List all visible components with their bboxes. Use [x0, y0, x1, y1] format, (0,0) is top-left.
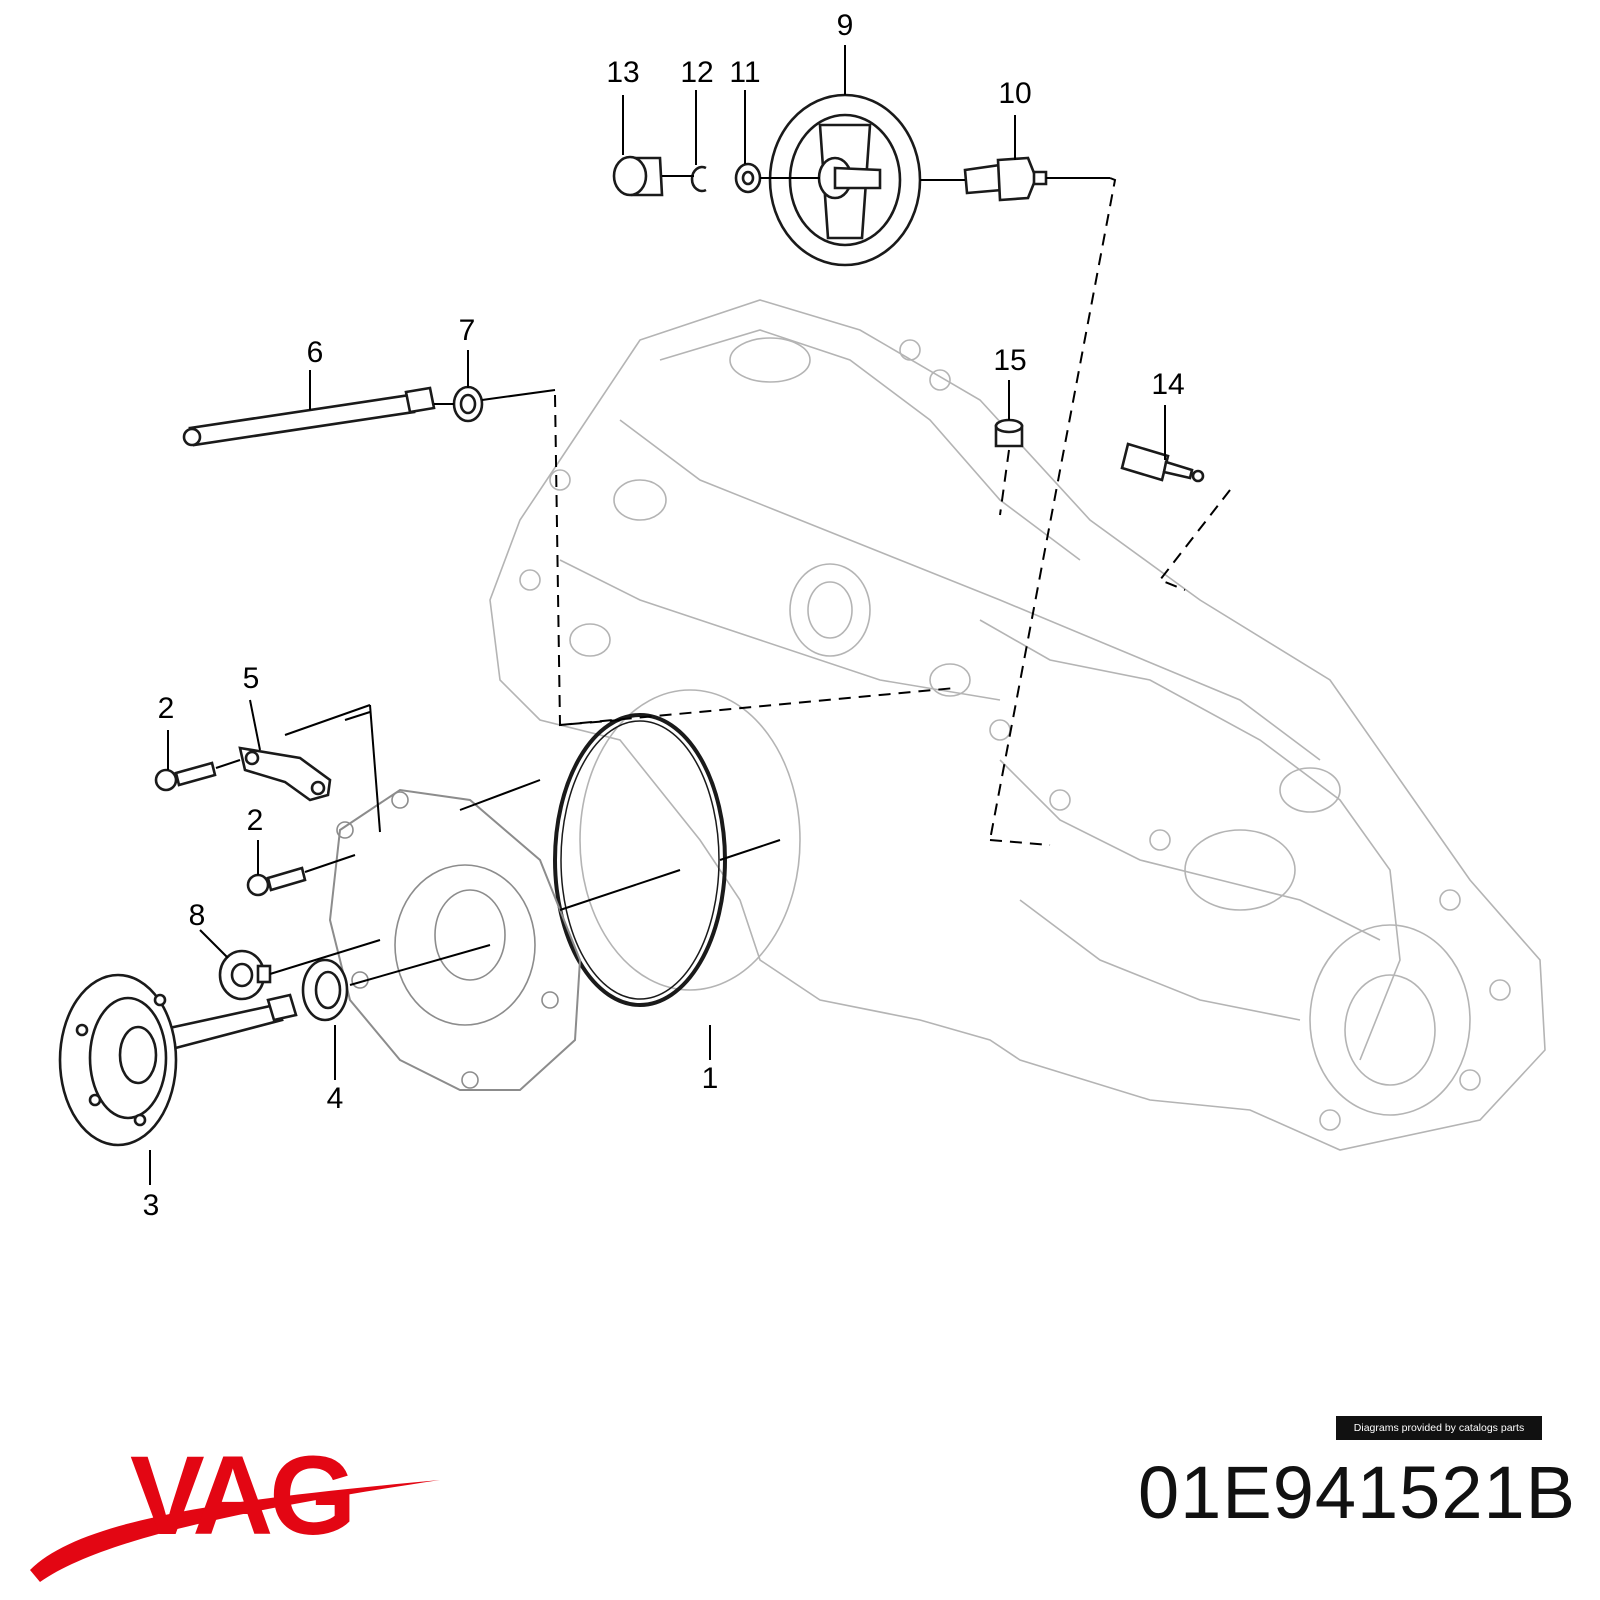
- callout-12: 12: [680, 56, 713, 89]
- assembly-dashed-lines: [554, 177, 1231, 846]
- leader-8: [199, 929, 229, 959]
- vag-logo: VAG: [20, 1440, 450, 1590]
- callout-11: 11: [729, 56, 760, 89]
- washer-part-11: [734, 162, 762, 194]
- leader-lines: [149, 45, 1166, 1185]
- callout-13: 13: [606, 56, 639, 89]
- selector-wheel-part-9: [768, 93, 922, 267]
- callout-9: 9: [837, 9, 854, 42]
- plug-part-15: [994, 418, 1024, 448]
- switch-part-14: [1120, 442, 1205, 483]
- callout-15: 15: [993, 344, 1026, 377]
- logo-swoosh-icon: [30, 1480, 440, 1582]
- bracket-part-5: [238, 746, 332, 802]
- catalog-credit-badge: Diagrams provided by catalogs parts: [1336, 1416, 1542, 1440]
- plug-part-8: [218, 949, 272, 1001]
- callout-2-upper: 2: [158, 692, 175, 725]
- sensor-part-10: [963, 156, 1048, 202]
- o-ring-part-1: [553, 713, 727, 1007]
- circlip-part-12: [690, 165, 707, 193]
- callout-10: 10: [998, 77, 1031, 110]
- callout-6: 6: [307, 336, 324, 369]
- logo-wordmark: VAG: [130, 1433, 356, 1558]
- seal-part-4: [301, 958, 349, 1022]
- flanged-shaft-part-3: [58, 973, 298, 1147]
- callout-2-lower: 2: [247, 804, 264, 837]
- cap-part-13: [612, 155, 664, 197]
- leader-5: [249, 699, 261, 751]
- callout-14: 14: [1151, 368, 1184, 401]
- seal-part-7: [452, 385, 484, 423]
- callout-4: 4: [327, 1082, 344, 1115]
- callout-3: 3: [143, 1189, 160, 1222]
- part-number: 01E941521B: [1138, 1451, 1576, 1534]
- transmission-housing: [489, 299, 1546, 1151]
- bolt-part-2-lower: [246, 866, 307, 897]
- shift-shaft-part-6: [182, 386, 436, 447]
- callout-7: 7: [459, 314, 476, 347]
- callout-5: 5: [243, 662, 260, 695]
- bolt-part-2-upper: [154, 761, 217, 792]
- callout-1: 1: [702, 1062, 719, 1095]
- side-cover: [328, 788, 582, 1091]
- callout-8: 8: [189, 899, 206, 932]
- callout-labels: 1 2 2 3 4 5 6 7 8 9 10 11 12 13 14 15: [143, 9, 1185, 1222]
